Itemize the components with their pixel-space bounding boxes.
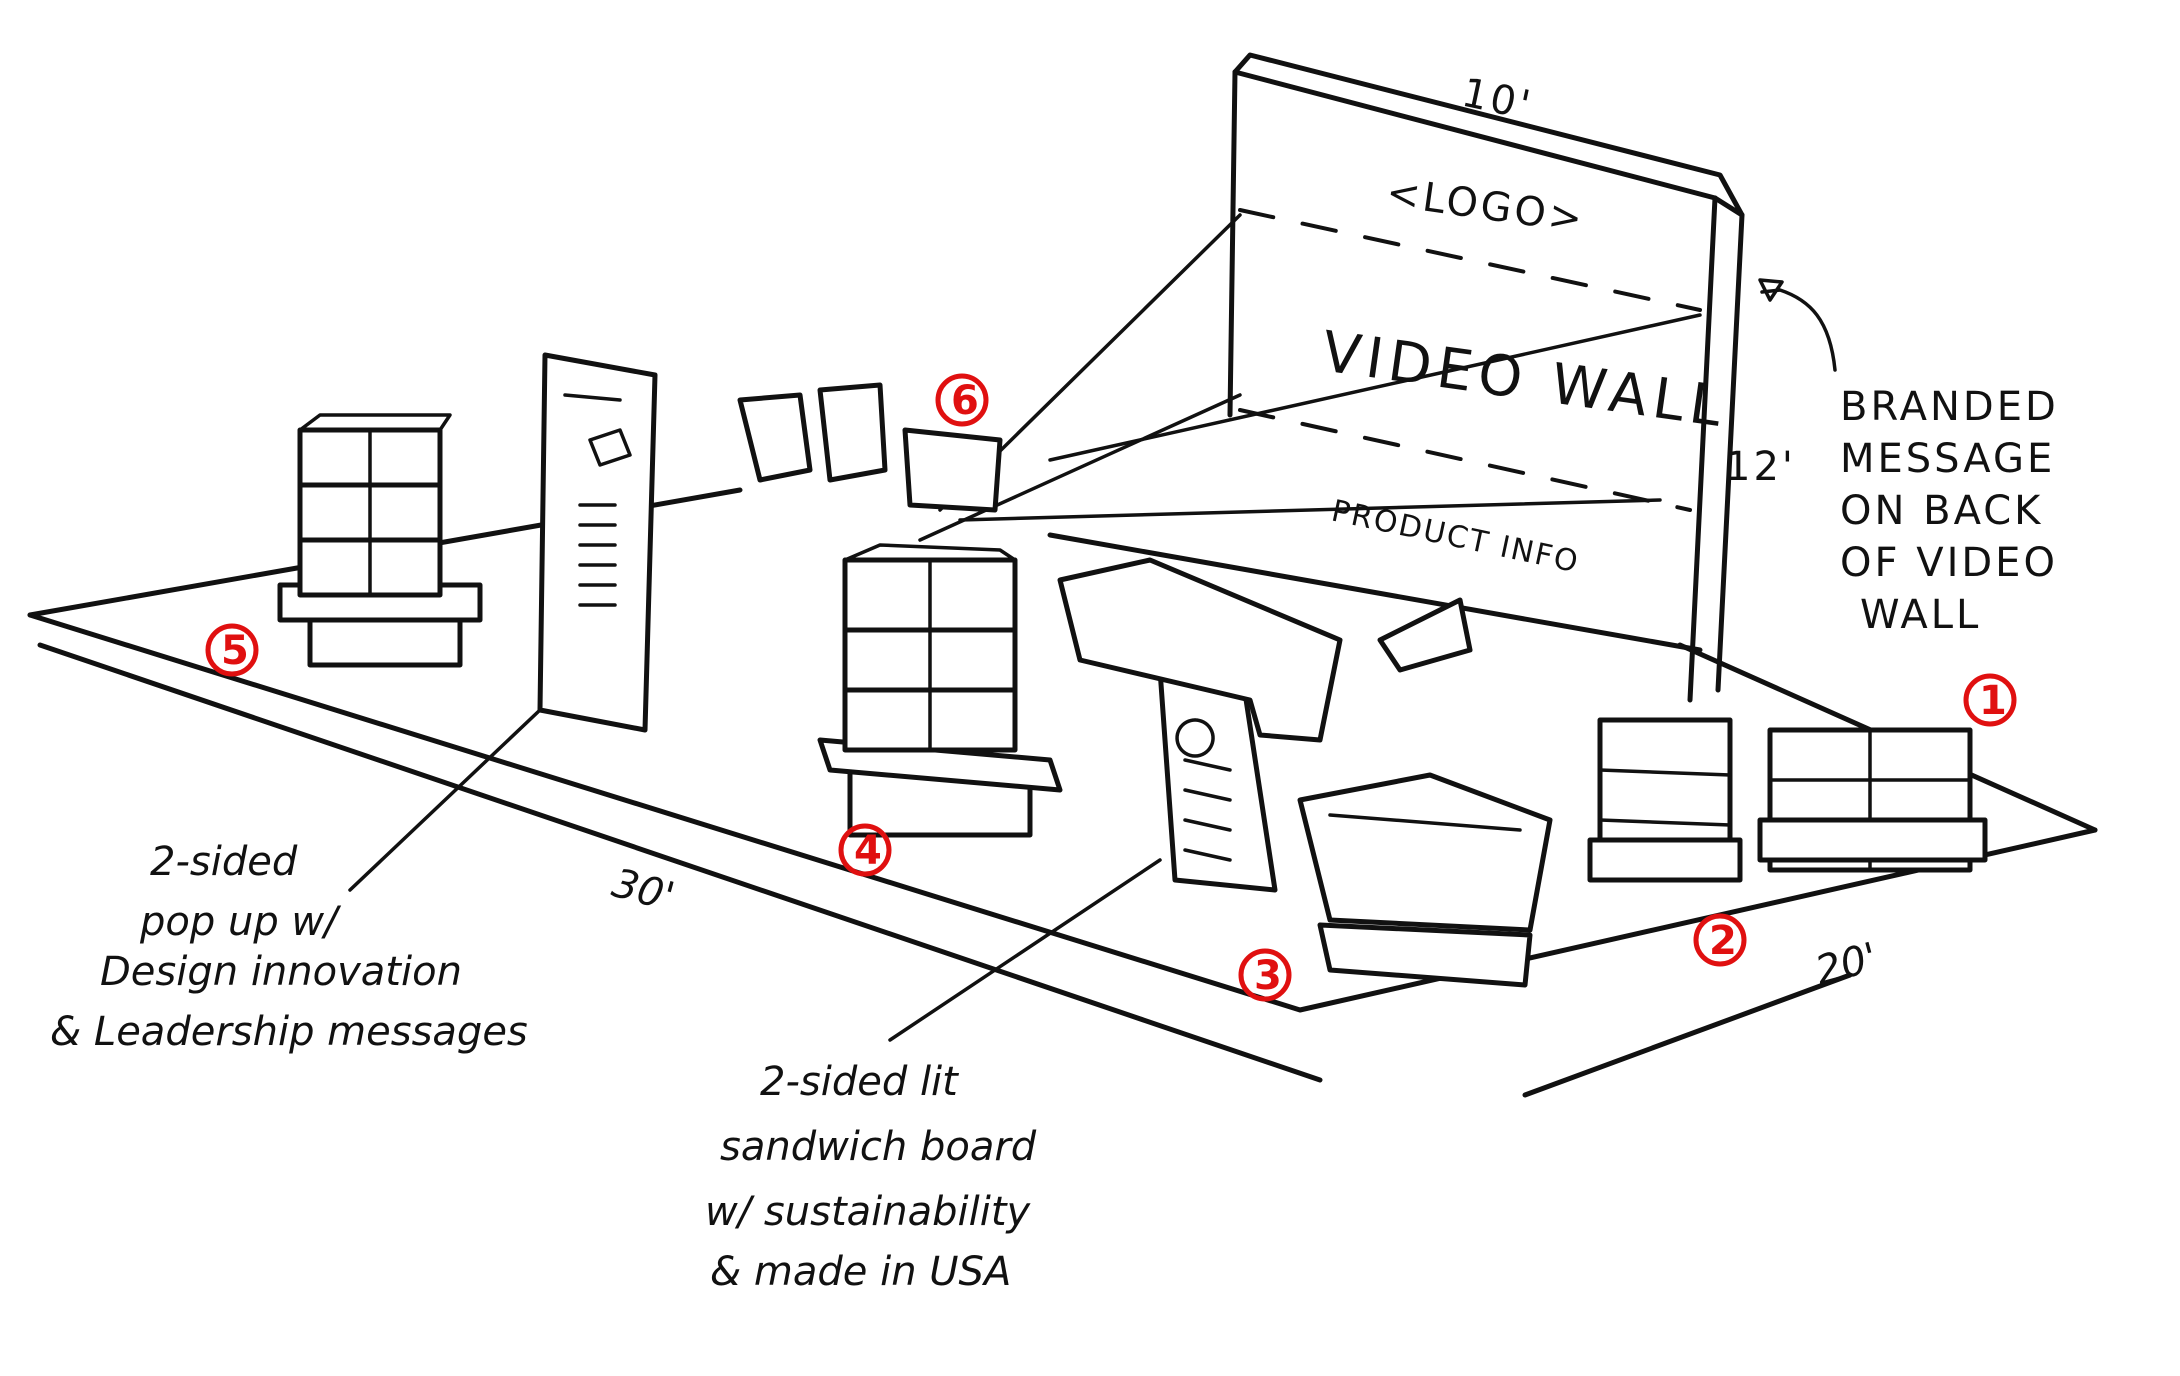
wall-width-label: 10' [1458,70,1537,130]
lounge-sofa [1057,557,1473,743]
branded-note-line: ON BACK [1840,488,2043,534]
popup-note-line: Design innovation [100,949,462,995]
sandwich-note: 2-sided lit sandwich board w/ sustainabi… [705,1059,1037,1295]
video-wall [1227,52,1745,703]
popup-note-line: 2-sided [150,839,298,885]
cart-2 [1587,717,1743,883]
station-1-label: 1 [1979,678,2007,724]
station-5-label: 5 [221,628,249,674]
sandwich-note-line: & made in USA [710,1249,1011,1295]
sandwich-note-line: sandwich board [720,1124,1037,1170]
pallet-4 [817,543,1063,838]
sandwich-note-line: w/ sustainability [705,1189,1032,1235]
wall-height-label: 12' [1725,444,1796,490]
station-4-label: 4 [854,828,882,874]
video-wall-title: VIDEO WALL [1318,319,1731,440]
branded-note-line: MESSAGE [1840,436,2055,482]
branded-note-line: OF VIDEO [1840,540,2058,586]
popup-note-line: pop up w/ [139,899,342,945]
station-markers: 1 2 3 4 5 6 [205,373,2017,1002]
station-3-label: 3 [1254,953,1282,999]
sandwich-note-line: 2-sided lit [760,1059,959,1105]
lounge-chairs [737,382,1003,513]
branded-arrow [1758,278,1837,372]
logo-label: <LOGO> [1384,169,1588,242]
bin-3 [1297,772,1553,988]
booth-floor [27,487,2098,1098]
pallet-1 [1757,727,1988,873]
popup-banner [537,352,658,733]
floor-length-label: 30' [607,860,679,920]
popup-note-line: & Leadership messages [50,1009,528,1055]
branded-note-line: BRANDED [1840,384,2059,430]
branded-note-line: WALL [1860,592,1981,638]
floor-depth-label: 20' [1811,934,1883,994]
popup-note: 2-sided pop up w/ Design innovation & Le… [50,839,528,1055]
station-6-label: 6 [951,378,979,424]
pallet-5 [277,413,483,668]
station-2-label: 2 [1709,918,1737,964]
branded-message-note: BRANDED MESSAGE ON BACK OF VIDEO WALL [1840,384,2059,638]
